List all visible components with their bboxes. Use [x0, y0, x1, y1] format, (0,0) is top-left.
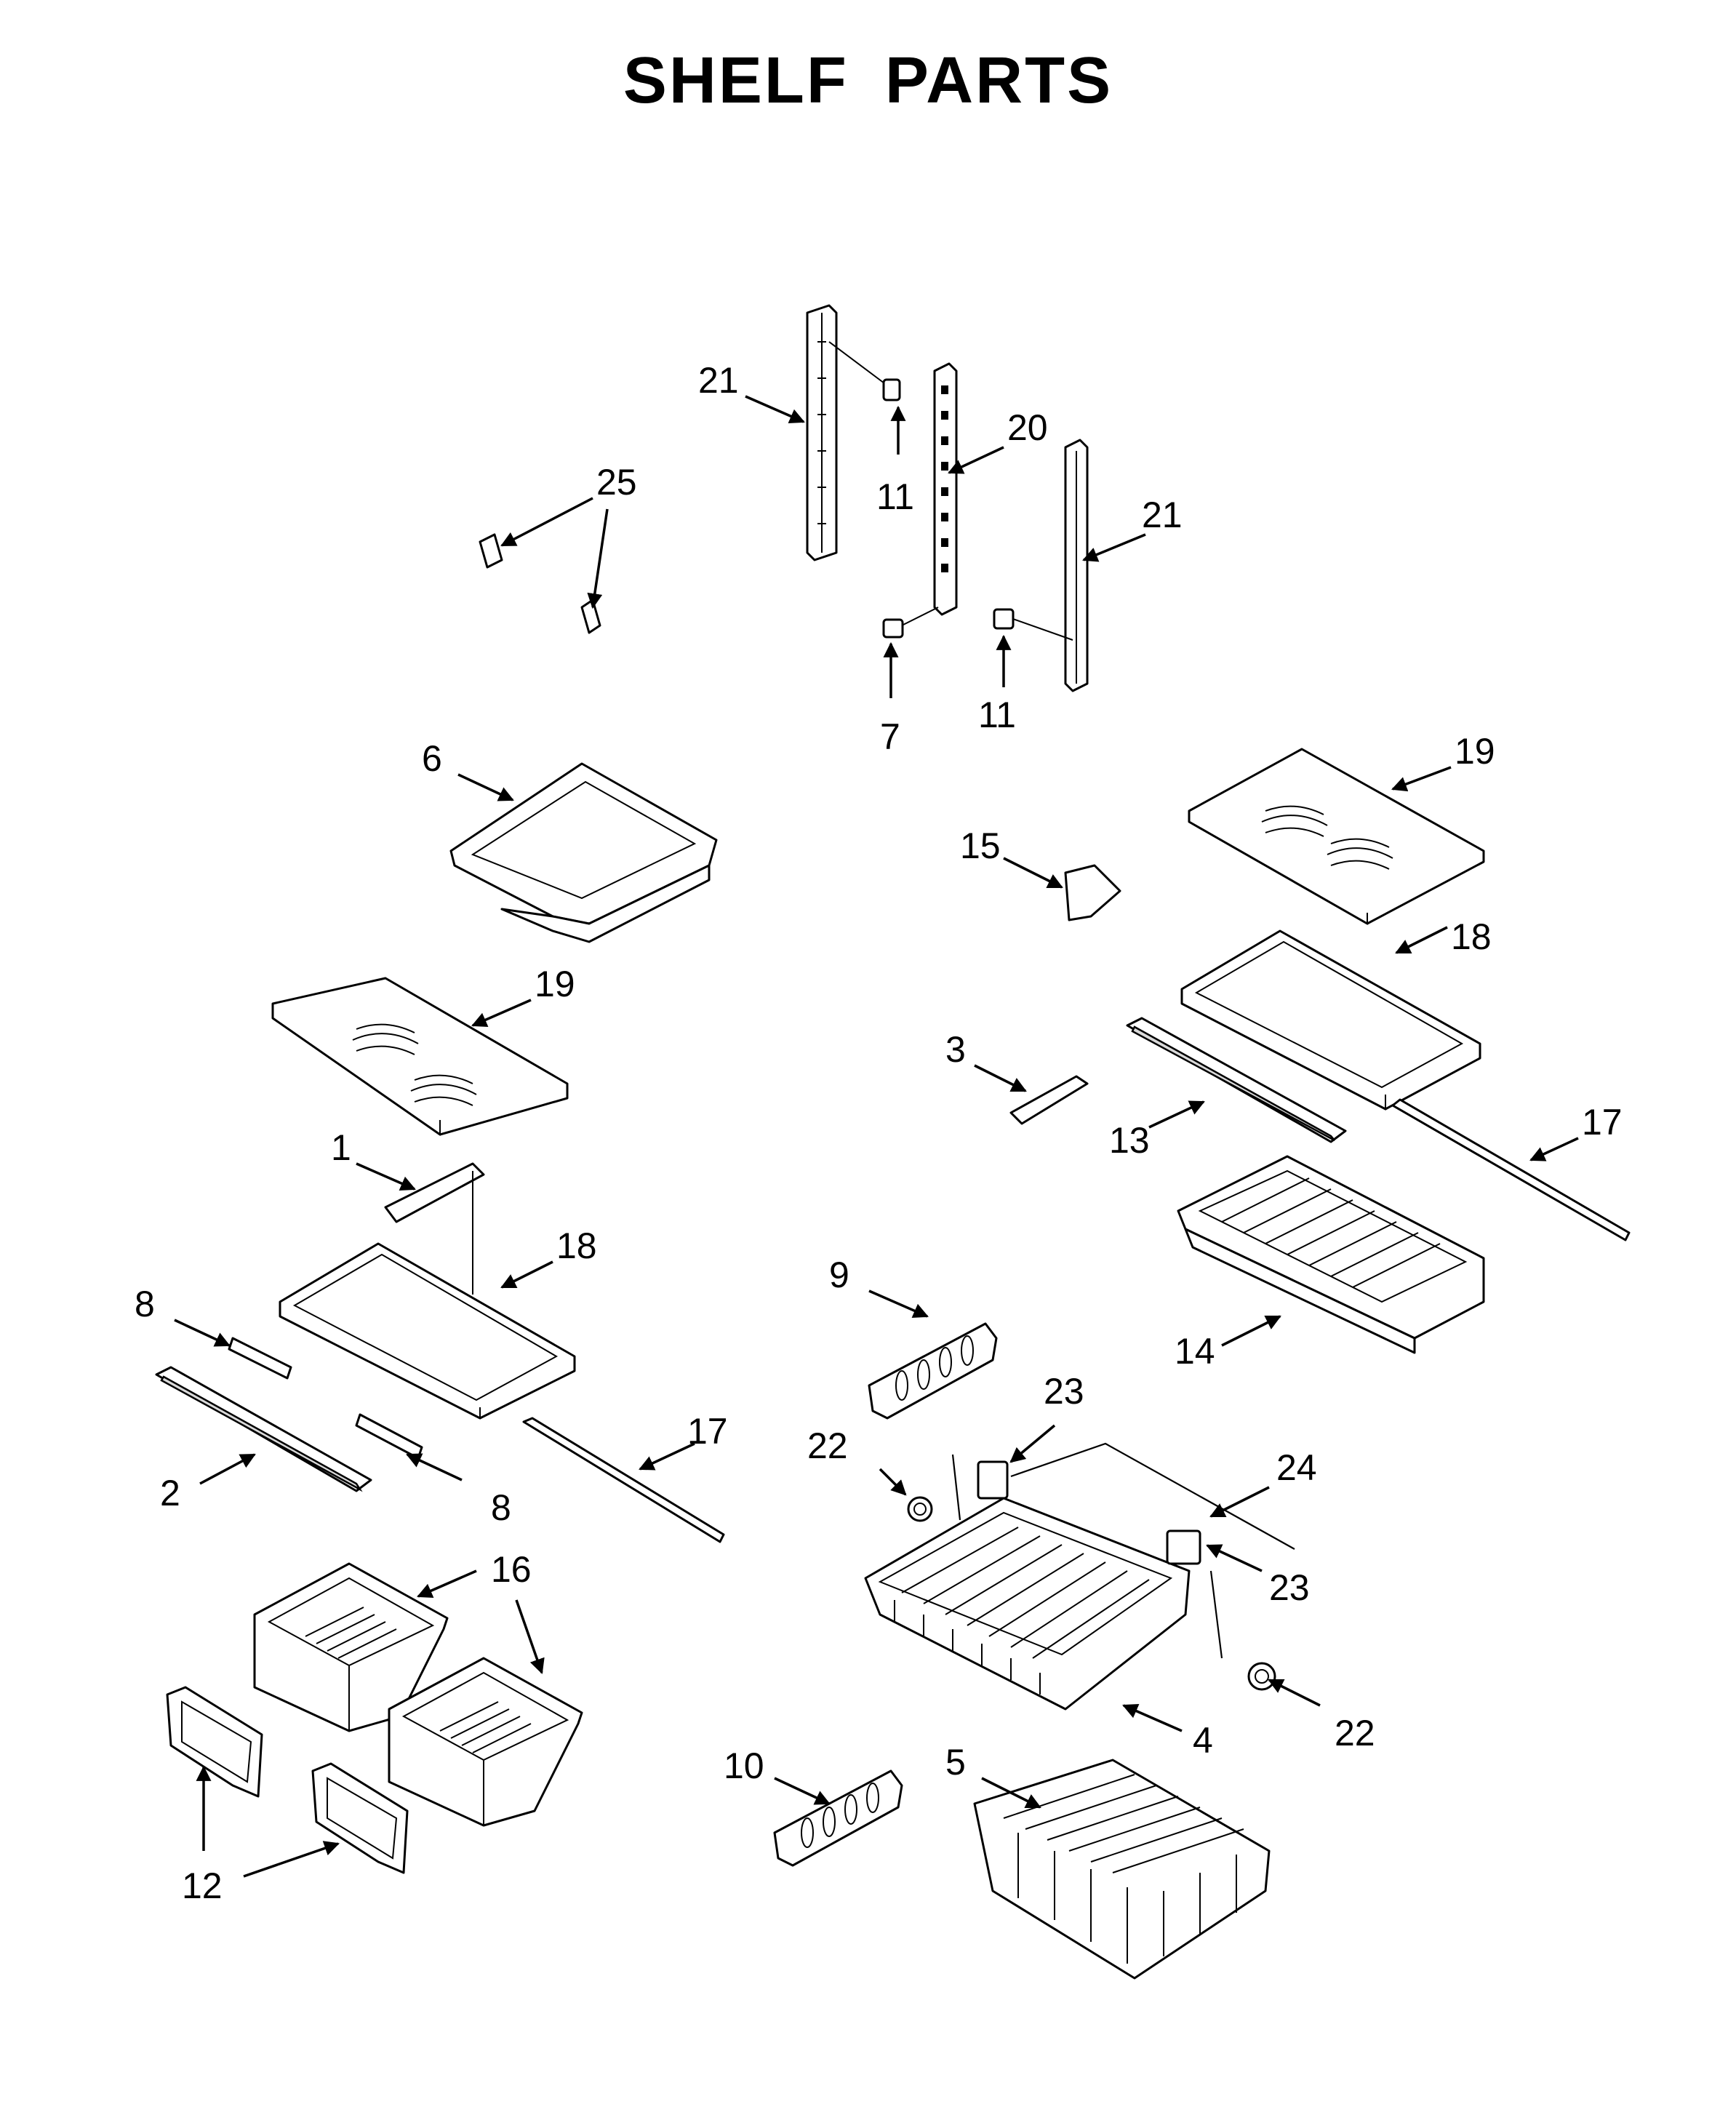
rail-20-center [933, 362, 958, 616]
callout-3: 3 [945, 1029, 966, 1070]
callout-16: 16 [491, 1549, 532, 1590]
trim-13 [1126, 1017, 1347, 1143]
shelf-frame-18-right [1180, 929, 1481, 1111]
divider-10 [773, 1769, 903, 1867]
pan-14 [1177, 1155, 1485, 1354]
callout-11-bottom: 11 [978, 695, 1016, 735]
rail-21-left [806, 304, 838, 561]
bar-17-left [522, 1417, 725, 1543]
bracket-3 [1009, 1075, 1089, 1125]
callout-13: 13 [1109, 1120, 1150, 1161]
callout-22-right: 22 [1335, 1713, 1375, 1753]
callout-labels: 21 11 20 21 25 7 11 6 19 15 18 19 3 13 1… [135, 360, 1623, 1906]
cover-12-left [166, 1686, 263, 1798]
basket-4 [864, 1497, 1191, 1711]
wire-24 [951, 1442, 1295, 1550]
bar-17-right [1391, 1098, 1631, 1241]
callout-7: 7 [880, 716, 900, 757]
callout-14: 14 [1175, 1331, 1215, 1372]
callout-25: 25 [596, 462, 637, 503]
callout-10: 10 [724, 1745, 764, 1786]
callout-12: 12 [182, 1865, 223, 1906]
basket-5 [973, 1759, 1271, 1980]
bracket-23-left [977, 1460, 1009, 1500]
callout-15: 15 [960, 825, 1001, 866]
shelf-frame-18-left [279, 1242, 576, 1420]
callout-22-left: 22 [807, 1425, 848, 1466]
callout-11-top: 11 [876, 476, 914, 517]
callout-24: 24 [1276, 1447, 1317, 1488]
callout-17-left: 17 [687, 1411, 728, 1452]
callout-9: 9 [829, 1255, 849, 1295]
callout-8-bottom: 8 [491, 1487, 511, 1528]
screw-7 [882, 607, 939, 639]
bracket-15 [1064, 864, 1121, 921]
clip-25a [479, 533, 503, 569]
bracket-1 [384, 1162, 485, 1295]
callout-4: 4 [1193, 1720, 1213, 1761]
callout-5: 5 [945, 1742, 966, 1783]
callout-8-top: 8 [135, 1284, 155, 1324]
crisper-16-right [388, 1657, 583, 1827]
leader-lines [174, 395, 1579, 1878]
cover-12-right [311, 1762, 409, 1874]
callout-17-right: 17 [1582, 1102, 1623, 1143]
shelf-frame-6 [449, 762, 718, 943]
callout-19-right: 19 [1455, 731, 1495, 772]
callout-18-left: 18 [556, 1225, 597, 1266]
callout-1: 1 [331, 1127, 351, 1168]
callout-23-top: 23 [1044, 1371, 1084, 1412]
rail-21-right [1064, 439, 1089, 692]
trim-2 [155, 1366, 372, 1492]
callout-2: 2 [160, 1473, 180, 1513]
roller-22-right [1247, 1662, 1276, 1691]
glass-shelf-19-left [271, 977, 569, 1136]
callout-19-left: 19 [535, 964, 575, 1004]
clip-25b [580, 599, 601, 634]
roller-22-left [907, 1496, 933, 1522]
callout-18-right: 18 [1451, 916, 1492, 957]
callout-21-top-right: 21 [1142, 495, 1183, 535]
crisper-16-left [253, 1562, 449, 1732]
callout-23-bottom: 23 [1269, 1567, 1310, 1608]
divider-9 [868, 1322, 998, 1420]
clip-8-left [228, 1337, 292, 1380]
callout-20: 20 [1007, 407, 1048, 448]
callout-6: 6 [422, 738, 442, 779]
bracket-23-right [1166, 1529, 1223, 1659]
screw-11-top [828, 341, 901, 401]
clip-8-right [355, 1413, 423, 1460]
glass-shelf-19-right [1188, 748, 1485, 925]
screw-11-bottom [993, 608, 1073, 641]
callout-21-top-left: 21 [698, 360, 739, 401]
page-title: SHELF PARTS [623, 44, 1113, 117]
